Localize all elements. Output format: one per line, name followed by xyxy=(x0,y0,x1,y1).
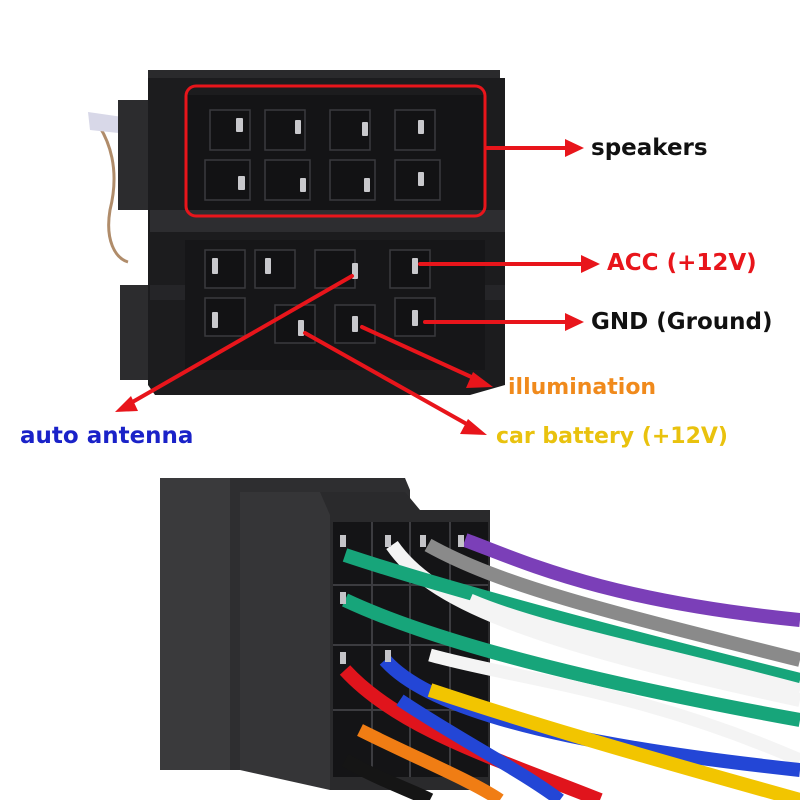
auto-antenna-label: auto antenna xyxy=(20,423,194,449)
top-connector xyxy=(88,70,505,395)
acc-label: ACC (+12V) xyxy=(607,250,757,276)
annotation-arrows xyxy=(115,139,600,435)
car-battery-label: car battery (+12V) xyxy=(496,424,728,449)
gnd-label: GND (Ground) xyxy=(591,309,773,335)
speakers-label: speakers xyxy=(591,135,708,161)
wire-bundle xyxy=(339,533,800,800)
illumination-label: illumination xyxy=(508,375,657,400)
speakers-highlight-box xyxy=(184,84,487,218)
